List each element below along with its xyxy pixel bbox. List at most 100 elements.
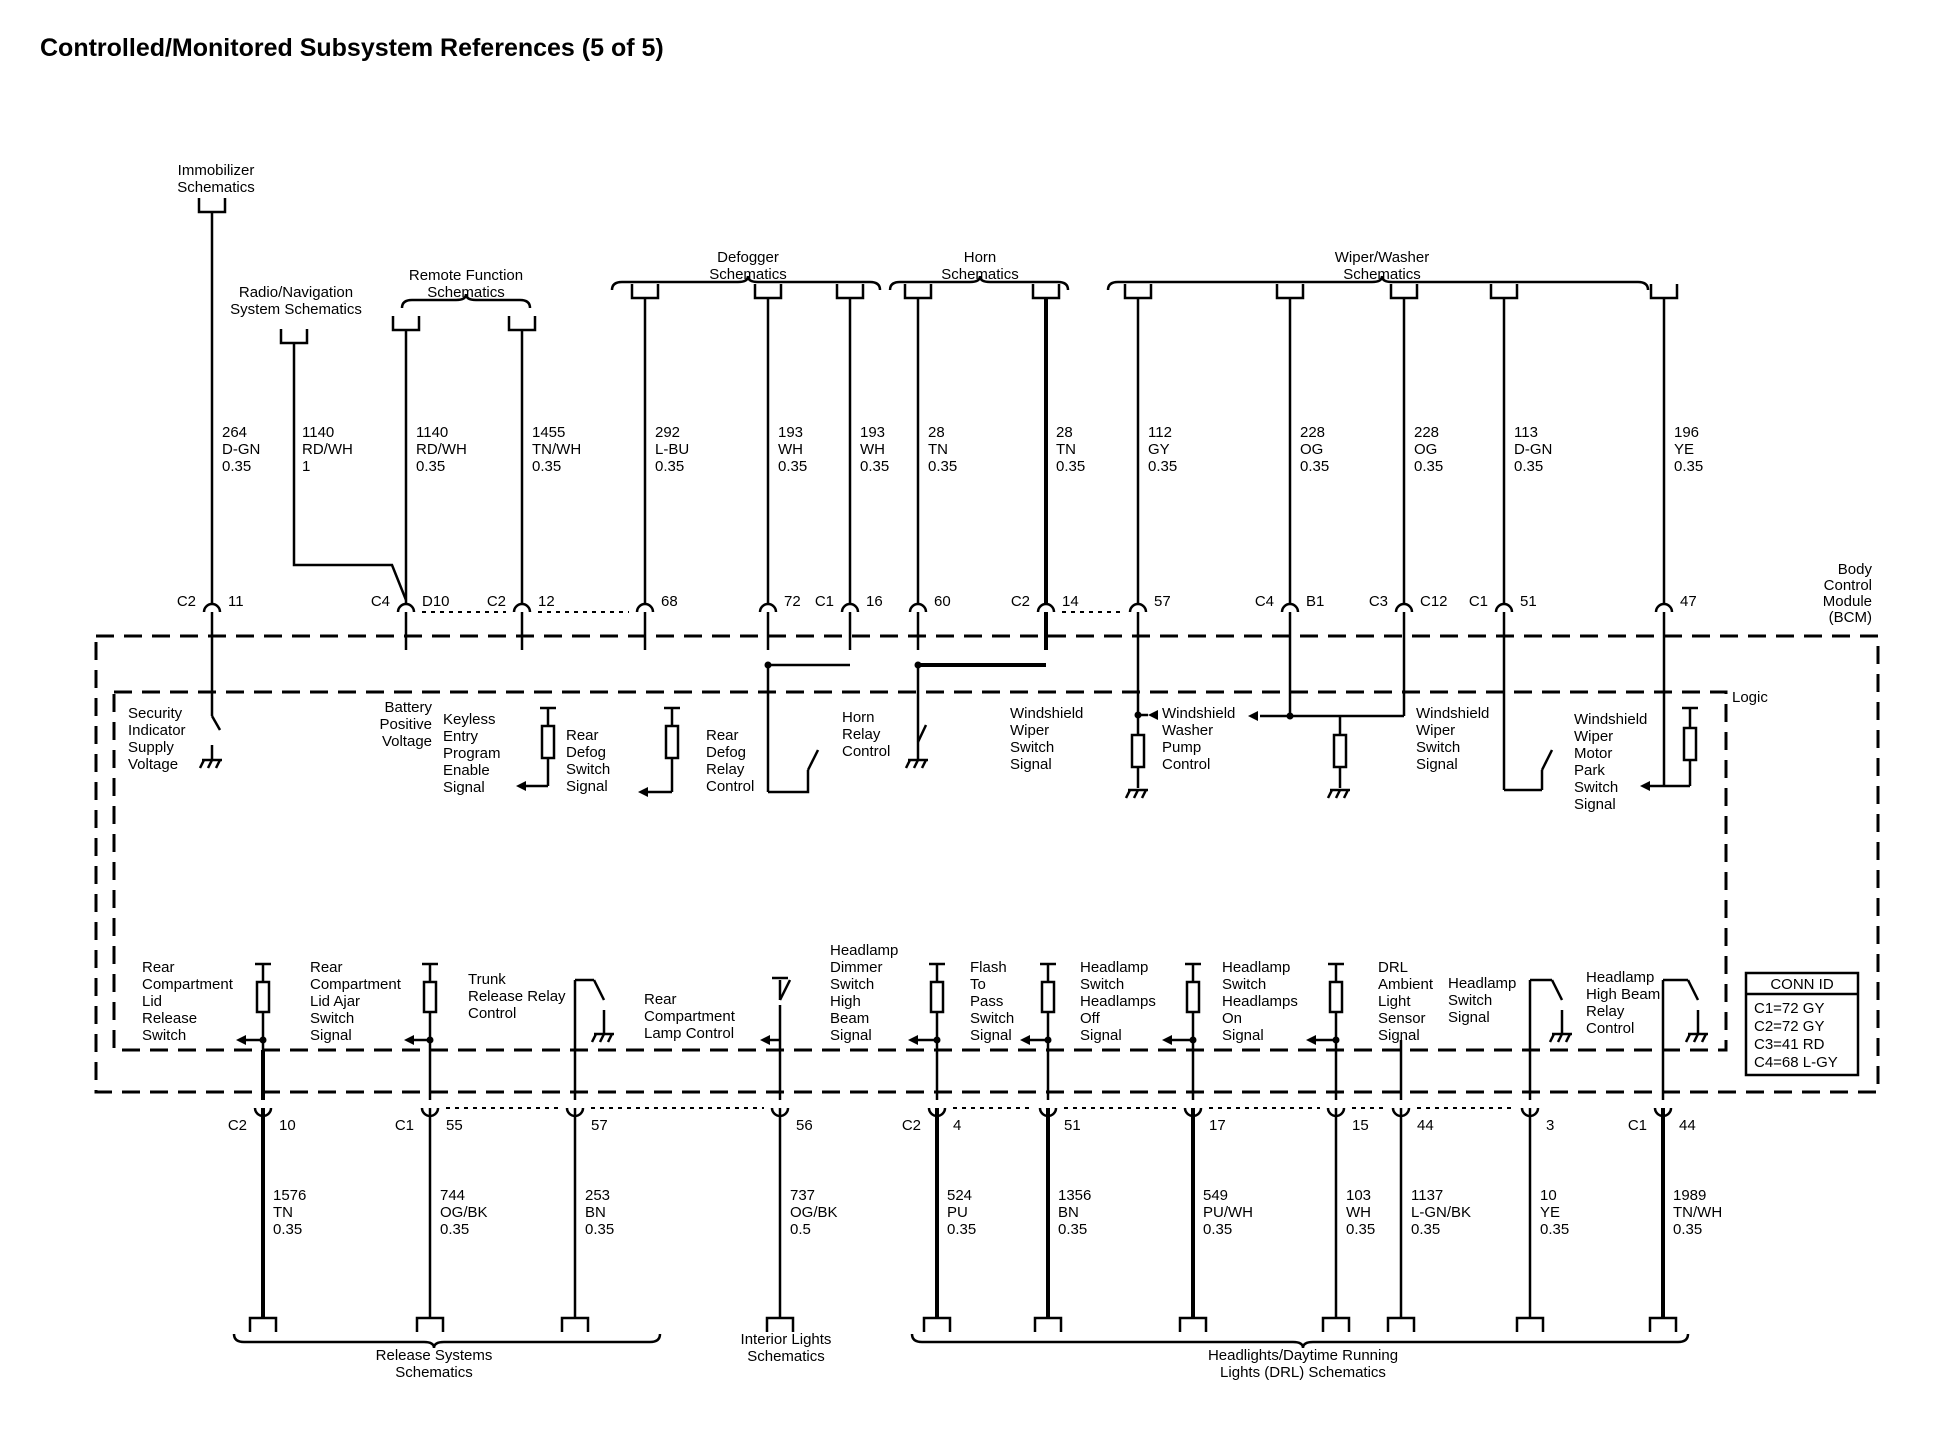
- circuit-label: OG/BK: [440, 1204, 488, 1221]
- connector-terminal: [1389, 284, 1419, 300]
- connector-terminal: [1275, 284, 1305, 300]
- connector-id: C1: [1469, 593, 1488, 610]
- top-ref-label: Remote Function: [409, 267, 523, 284]
- connector-id: C2: [902, 1117, 921, 1134]
- function-label: Positive: [379, 716, 432, 733]
- top-ref-label: System Schematics: [230, 301, 362, 318]
- function-label: Signal: [830, 1027, 872, 1044]
- circuit-label: PU: [947, 1204, 968, 1221]
- circuit-label: RD/WH: [302, 441, 353, 458]
- ground-icon: [904, 759, 912, 769]
- arrow-icon: [1162, 1035, 1172, 1045]
- wire-segment: [210, 715, 222, 731]
- top-ref-label: Schematics: [709, 266, 787, 283]
- function-label: Signal: [1010, 756, 1052, 773]
- function-label: Defog: [706, 744, 746, 761]
- circuit-label: 228: [1300, 424, 1325, 441]
- bottom-ref-label: Lights (DRL) Schematics: [1220, 1364, 1386, 1381]
- pin-number: 55: [446, 1117, 463, 1134]
- ref-bracket: [232, 1333, 662, 1349]
- wire-segment: [916, 724, 928, 743]
- conn-id-row: C3=41 RD: [1754, 1036, 1825, 1053]
- junction-dot: [1189, 1036, 1197, 1044]
- ground-icon: [1700, 1033, 1708, 1043]
- circuit-label: D-GN: [222, 441, 260, 458]
- pin-number: 51: [1064, 1117, 1081, 1134]
- function-label: Relay: [1586, 1003, 1625, 1020]
- function-label: Relay: [706, 761, 745, 778]
- circuit-label: 0.35: [1203, 1221, 1232, 1238]
- circuit-label: 196: [1674, 424, 1699, 441]
- conn-id-row: C2=72 GY: [1754, 1018, 1824, 1035]
- function-label: DRL: [1378, 959, 1408, 976]
- circuit-label: 549: [1203, 1187, 1228, 1204]
- bottom-ref-label: Interior Lights: [741, 1331, 832, 1348]
- circuit-label: 193: [860, 424, 885, 441]
- function-label: Windshield: [1574, 711, 1647, 728]
- connector-id: C2: [228, 1117, 247, 1134]
- function-label: Switch: [1448, 992, 1492, 1009]
- connector-id: C1: [1628, 1117, 1647, 1134]
- wire-segment: [1540, 749, 1554, 771]
- connector-id: C2: [487, 593, 506, 610]
- connector-terminal: [507, 316, 537, 332]
- circuit-label: 0.35: [1540, 1221, 1569, 1238]
- arrow-icon: [236, 1035, 246, 1045]
- function-label: Voltage: [128, 756, 178, 773]
- function-label: Signal: [443, 779, 485, 796]
- bcm-pin: [1494, 602, 1514, 613]
- circuit-label: 1: [302, 458, 310, 475]
- pin-number: 11: [228, 593, 244, 610]
- circuit-label: 744: [440, 1187, 465, 1204]
- circuit-label: 112: [1148, 424, 1172, 441]
- ground-icon: [1684, 1033, 1692, 1043]
- circuit-label: 0.35: [1414, 458, 1443, 475]
- function-label: Park: [1574, 762, 1605, 779]
- function-label: Windshield: [1010, 705, 1083, 722]
- function-label: Compartment: [310, 976, 402, 993]
- ref-bracket: [1106, 275, 1650, 291]
- circuit-label: 737: [790, 1187, 815, 1204]
- circuit-label: 0.35: [1411, 1221, 1440, 1238]
- function-label: Dimmer: [830, 959, 883, 976]
- connector-id: C1: [395, 1117, 414, 1134]
- circuit-label: 1140: [416, 424, 448, 441]
- function-label: Indicator: [128, 722, 186, 739]
- circuit-label: TN: [273, 1204, 293, 1221]
- circuit-label: 1455: [532, 424, 565, 441]
- function-label: Control: [468, 1005, 516, 1022]
- circuit-label: 28: [1056, 424, 1073, 441]
- circuit-label: 253: [585, 1187, 610, 1204]
- circuit-label: 10: [1540, 1187, 1557, 1204]
- ground-icon: [214, 759, 222, 769]
- resistor: [664, 724, 680, 760]
- ground-icon: [1326, 789, 1334, 799]
- ground-icon: [1132, 789, 1140, 799]
- function-label: Windshield: [1416, 705, 1489, 722]
- pin-number: 17: [1209, 1117, 1226, 1134]
- diagram-title: Controlled/Monitored Subsystem Reference…: [40, 34, 664, 62]
- bcm-pin: [1128, 602, 1148, 613]
- function-label: Switch: [830, 976, 874, 993]
- function-label: Supply: [128, 739, 174, 756]
- function-label: Signal: [310, 1027, 352, 1044]
- circuit-label: TN/WH: [1673, 1204, 1722, 1221]
- wire-segment: [778, 979, 792, 1001]
- function-label: Switch: [1416, 739, 1460, 756]
- function-label: Rear: [310, 959, 343, 976]
- bcm-label-line: (BCM): [1829, 609, 1872, 626]
- function-label: Headlamp: [1222, 959, 1290, 976]
- circuit-label: 0.35: [273, 1221, 302, 1238]
- circuit-label: OG: [1300, 441, 1323, 458]
- circuit-label: 0.35: [585, 1221, 614, 1238]
- conn-id-row: C4=68 L-GY: [1754, 1054, 1838, 1071]
- connector-terminal: [279, 329, 309, 345]
- function-label: To: [970, 976, 986, 993]
- function-label: Entry: [443, 728, 479, 745]
- pin-number: C12: [1420, 593, 1448, 610]
- function-label: Rear: [706, 727, 739, 744]
- circuit-label: 28: [928, 424, 945, 441]
- circuit-label: L-BU: [655, 441, 689, 458]
- pin-number: 3: [1546, 1117, 1554, 1134]
